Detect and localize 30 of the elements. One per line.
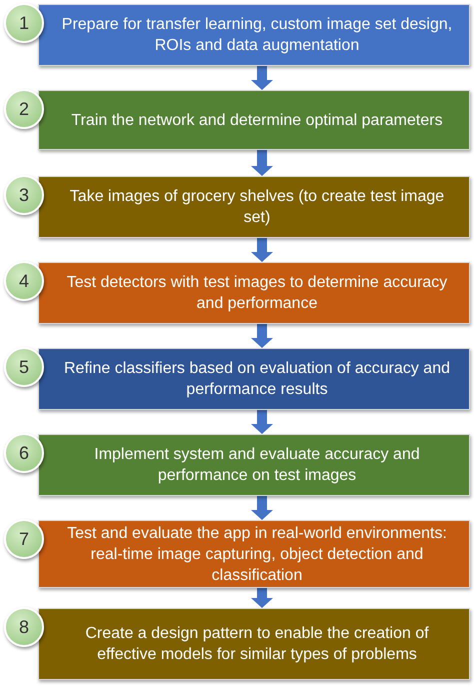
arrow xyxy=(251,66,273,90)
step-box xyxy=(38,262,470,324)
step-box xyxy=(38,90,470,150)
step-box xyxy=(38,520,470,588)
arrow xyxy=(251,496,273,520)
step-box xyxy=(38,176,470,238)
step-number: 7 xyxy=(18,530,29,548)
arrow xyxy=(251,150,273,176)
step-number: 4 xyxy=(18,272,29,290)
step-number: 5 xyxy=(18,358,29,376)
step-text: Create a design pattern to enable the creation of effective models for similar types of problems xyxy=(84,624,430,665)
step-box xyxy=(38,348,470,410)
step-number: 1 xyxy=(18,14,29,32)
step-text: Take images of grocery shelves (to create test image set) xyxy=(68,187,446,228)
step-number: 6 xyxy=(18,444,29,462)
step-number: 8 xyxy=(18,618,29,636)
step-text: Refine classifiers based on evaluation of accuracy and performance results xyxy=(63,359,451,400)
step-text: Prepare for transfer learning, custom image set design, ROIs and data augmentation xyxy=(60,15,454,56)
step-box xyxy=(38,4,470,66)
arrow xyxy=(251,324,273,348)
step-text: Implement system and evaluate accuracy and performance on test images xyxy=(93,445,421,486)
arrow xyxy=(251,410,273,434)
arrow xyxy=(251,238,273,262)
step-number: 2 xyxy=(18,100,29,118)
step-text: Test detectors with test images to determine accuracy and performance xyxy=(66,273,448,314)
step-box xyxy=(38,434,470,496)
step-box xyxy=(38,608,470,680)
step-text: Test and evaluate the app in real-world environments: real-time image capturing, object detection and classification xyxy=(66,524,448,586)
step-number: 3 xyxy=(18,186,29,204)
step-text: Train the network and determine optimal parameters xyxy=(70,110,443,130)
